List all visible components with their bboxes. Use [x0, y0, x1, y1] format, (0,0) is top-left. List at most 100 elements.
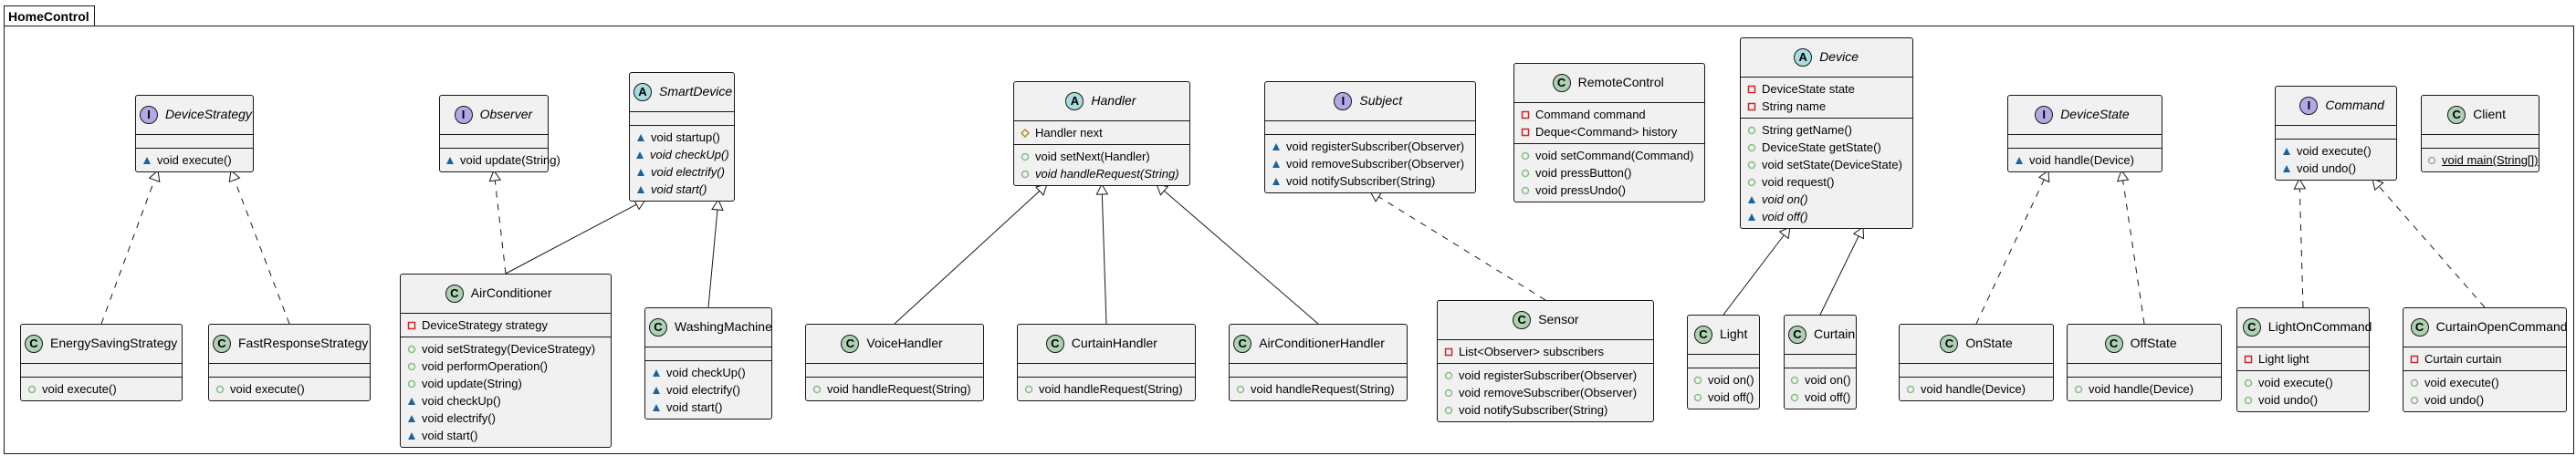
method-text: void handleRequest(String)	[1251, 382, 1395, 396]
public-visibility-icon	[1443, 371, 1453, 380]
method-text: void handleRequest(String)	[1035, 167, 1179, 181]
realization-edge	[234, 180, 290, 325]
method-text: void setState(DeviceState)	[1762, 158, 1902, 171]
method-row: void startup()	[635, 129, 728, 146]
method-row: void setStrategy(DeviceStrategy)	[406, 340, 605, 358]
method-text: void checkUp()	[650, 148, 729, 161]
class-name: DeviceStrategy	[165, 107, 252, 121]
method-row: void execute()	[2281, 142, 2391, 160]
realization-edge	[2299, 188, 2304, 308]
fields-section	[1785, 355, 1856, 368]
realization-edge	[2378, 185, 2486, 308]
methods-section: void execute()void undo()	[2403, 371, 2566, 411]
fields-section	[630, 112, 734, 126]
package-visibility-icon	[2281, 164, 2291, 173]
class-name: AirConditioner	[470, 285, 552, 300]
interface-badge-icon: I	[454, 106, 473, 124]
method-row: void removeSubscriber(Observer)	[1271, 155, 1470, 172]
public-visibility-icon	[2073, 385, 2083, 394]
method-row: void handleRequest(String)	[1020, 165, 1184, 182]
method-text: void execute()	[2297, 144, 2372, 158]
fields-section	[1688, 355, 1759, 368]
field-row: DeviceStrategy strategy	[406, 316, 605, 334]
class-badge-icon: C	[2447, 106, 2466, 124]
fields-section: Light light	[2237, 347, 2369, 371]
methods-section: void handle(Device)	[2068, 378, 2221, 400]
method-text: void setCommand(Command)	[1535, 149, 1694, 162]
inheritance-arrowhead-icon	[711, 198, 724, 212]
method-text: DeviceState getState()	[1762, 140, 1881, 154]
methods-section: void registerSubscriber(Observer)void re…	[1438, 364, 1653, 421]
package-visibility-icon	[141, 156, 152, 165]
package-visibility-icon	[406, 397, 416, 406]
inheritance-arrowhead-icon	[1778, 226, 1791, 240]
package-visibility-icon	[635, 150, 644, 160]
fields-section	[2008, 135, 2162, 149]
public-visibility-icon	[1790, 393, 1799, 402]
public-visibility-icon	[1023, 385, 1033, 394]
methods-section: void setNext(Handler)void handleRequest(…	[1014, 145, 1189, 185]
field-text: DeviceState state	[1762, 82, 1855, 96]
private-visibility-icon	[1520, 110, 1530, 119]
method-text: void handle(Device)	[2029, 153, 2134, 167]
interface-badge-icon: I	[2299, 97, 2319, 115]
method-row: void request()	[1746, 173, 1907, 191]
package-visibility-icon	[1271, 177, 1281, 186]
method-text: void update(String)	[460, 153, 560, 167]
methods-section: void on()void off()	[1688, 368, 1759, 409]
method-text: void handle(Device)	[2089, 382, 2194, 396]
class-name: DeviceState	[2060, 107, 2130, 121]
fields-section	[440, 135, 548, 149]
method-row: String getName()	[1746, 121, 1907, 139]
public-visibility-icon	[2409, 396, 2419, 405]
method-row: void execute()	[26, 380, 176, 398]
field-row: Light light	[2243, 350, 2363, 368]
fields-section	[2068, 364, 2221, 378]
method-row: void electrify()	[635, 163, 728, 181]
field-row: Command command	[1520, 106, 1699, 123]
package-visibility-icon	[635, 185, 645, 194]
package-visibility-icon	[445, 156, 455, 165]
methods-section: void main(String[])	[2422, 149, 2539, 171]
fields-section	[1265, 121, 1475, 135]
method-row: void handleRequest(String)	[812, 380, 978, 398]
method-row: void main(String[])	[2427, 151, 2538, 169]
inheritance-arrowhead-icon	[2372, 178, 2384, 192]
package-name: HomeControl	[8, 9, 89, 24]
realization-edge	[2122, 180, 2145, 325]
method-row: DeviceState getState()	[1746, 139, 1907, 156]
field-text: DeviceStrategy strategy	[422, 318, 549, 332]
class-name: WashingMachine	[675, 319, 772, 334]
fields-section	[136, 135, 253, 149]
inheritance-arrowhead-icon	[2116, 169, 2130, 182]
package-visibility-icon	[635, 168, 645, 177]
class-badge-icon: C	[2104, 335, 2123, 353]
methods-section: void setStrategy(DeviceStrategy)void per…	[401, 337, 611, 447]
package-visibility-icon	[1746, 212, 1756, 222]
package-visibility-icon	[651, 368, 661, 378]
method-text: void start()	[651, 182, 707, 196]
method-row: void handle(Device)	[2014, 151, 2156, 169]
class-name: Client	[2473, 107, 2506, 121]
fields-section: List<Observer> subscribers	[1438, 340, 1653, 364]
method-row: void undo()	[2243, 391, 2363, 409]
public-visibility-icon	[1443, 406, 1453, 415]
protected-visibility-icon	[1020, 128, 1030, 138]
class-badge-icon: C	[841, 335, 860, 353]
methods-section: void execute()	[209, 378, 370, 400]
fields-section: Curtain curtain	[2403, 347, 2566, 371]
